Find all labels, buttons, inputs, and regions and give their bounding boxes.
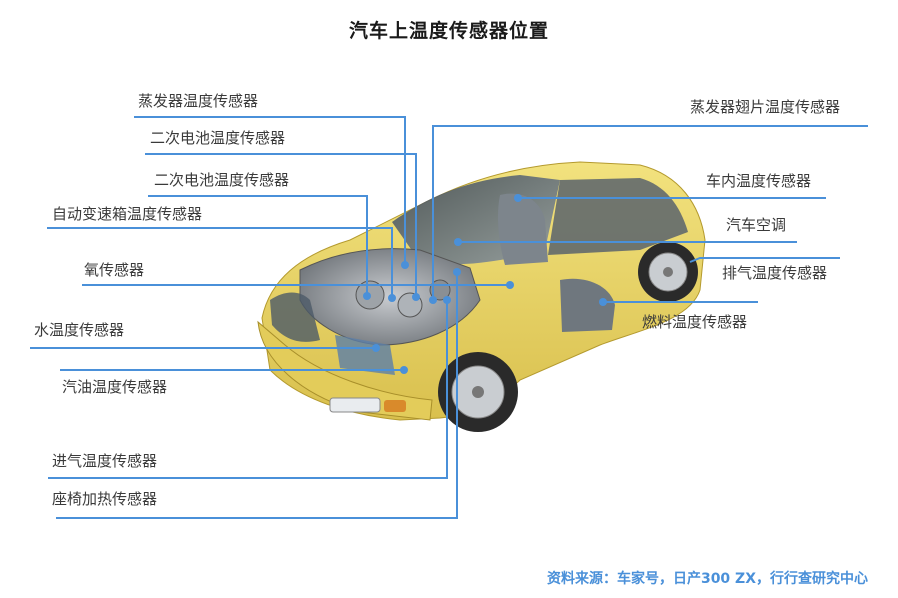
leader-line-secondary-battery-1 [145, 153, 417, 297]
leader-line-seat-heating [56, 272, 458, 519]
source-note: 资料来源：车家号，日产300 ZX，行行查研究中心 [546, 571, 868, 587]
label-intake-air-temp: 进气温度传感器 [52, 452, 158, 470]
label-evaporator-fin-temp: 蒸发器翅片温度传感器 [690, 98, 841, 116]
label-auto-transmission-temp: 自动变速箱温度传感器 [52, 205, 203, 223]
label-evaporator-temp: 蒸发器温度传感器 [138, 92, 259, 110]
label-exhaust-temp: 排气温度传感器 [722, 264, 828, 282]
label-fuel-temp: 燃料温度传感器 [642, 313, 748, 331]
label-fuel-oil-temp: 汽油温度传感器 [62, 378, 168, 396]
leader-line-evaporator-temp [134, 116, 406, 265]
label-secondary-battery-temp-2: 二次电池温度传感器 [154, 171, 290, 189]
label-seat-heating: 座椅加热传感器 [52, 490, 158, 508]
page-title: 汽车上温度传感器位置 [348, 20, 549, 42]
label-secondary-battery-temp-1: 二次电池温度传感器 [150, 129, 286, 147]
leader-line-secondary-battery-2 [148, 195, 368, 296]
label-cabin-temp: 车内温度传感器 [706, 172, 812, 190]
leader-line-intake-air [48, 300, 448, 479]
leader-line-auto-transmission [47, 227, 393, 298]
label-air-conditioning: 汽车空调 [726, 216, 787, 234]
leader-line-evaporator-fin [432, 125, 868, 300]
label-water-temp: 水温度传感器 [34, 321, 125, 339]
leader-line-exhaust-temp [689, 257, 840, 263]
label-oxygen: 氧传感器 [84, 261, 145, 279]
